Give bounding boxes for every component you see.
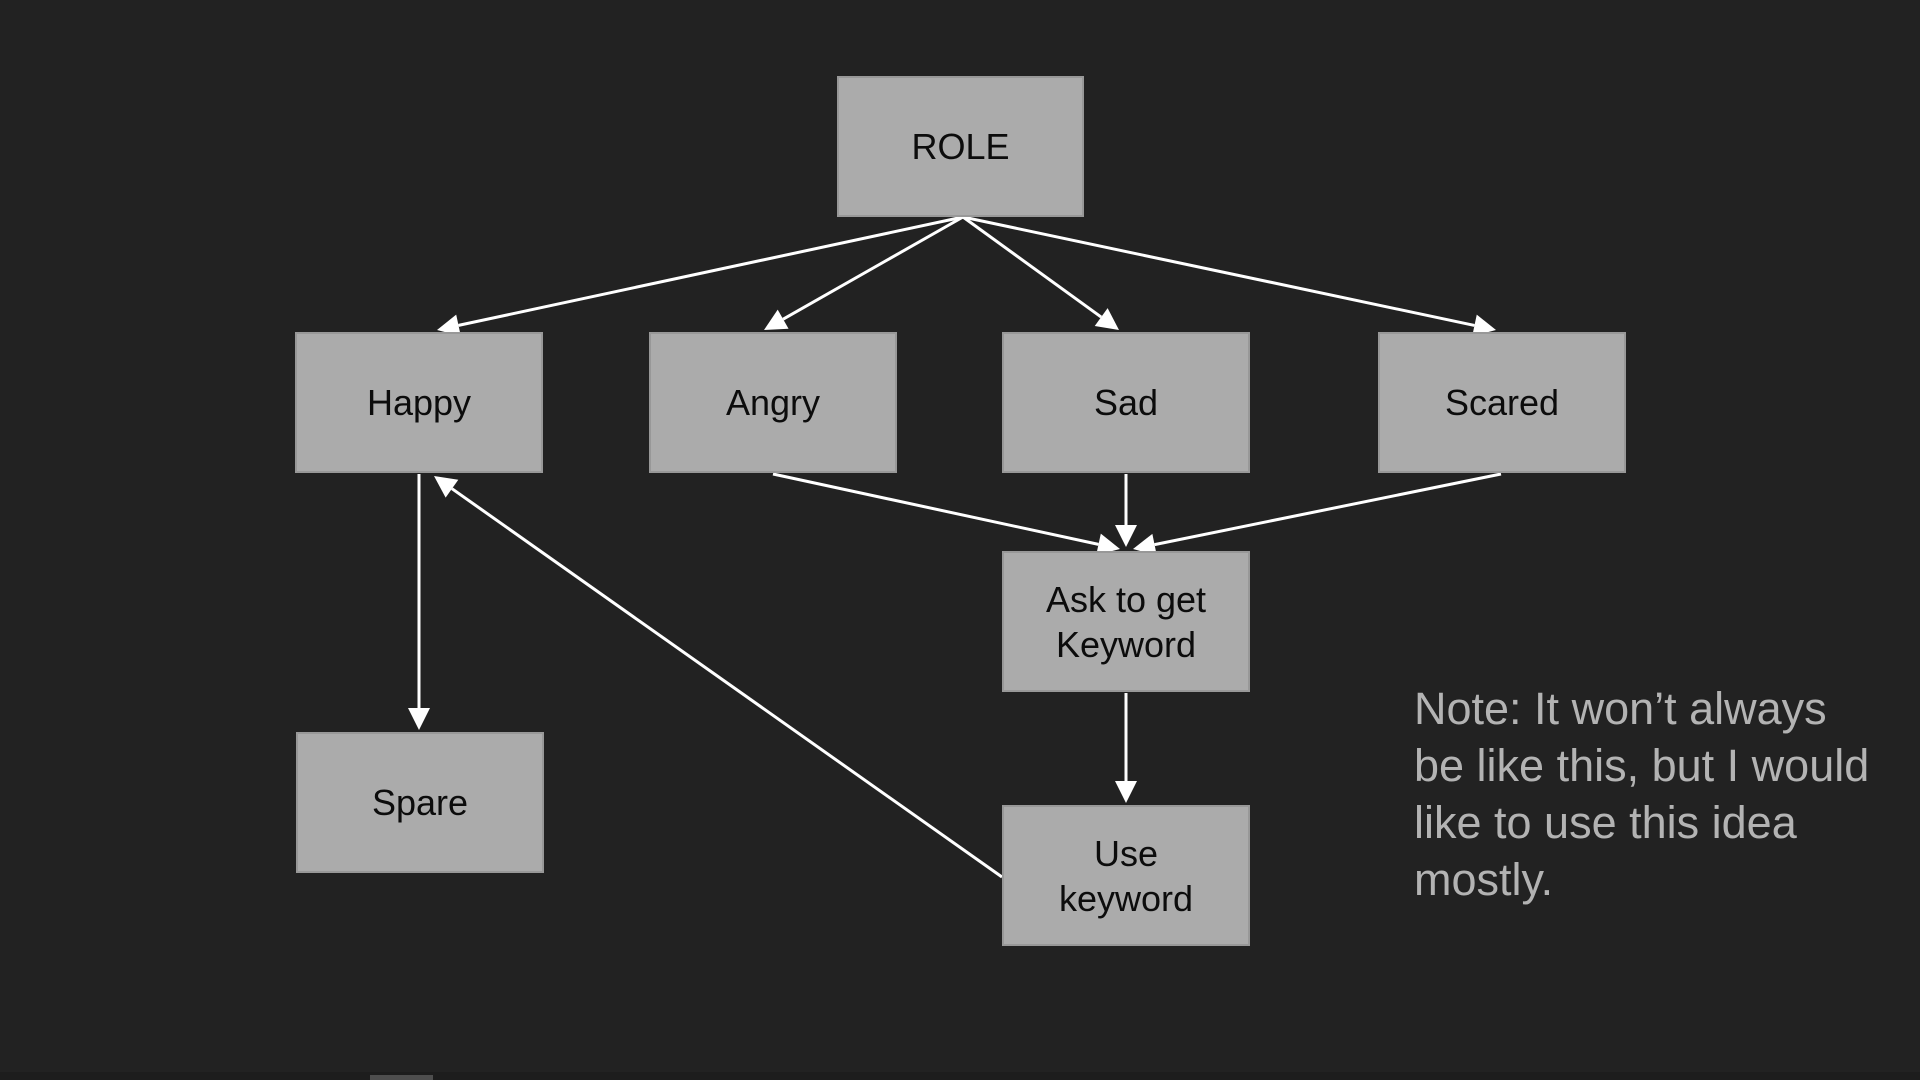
arrowhead-sad-to-ask: [1115, 525, 1137, 547]
node-label-happy: Happy: [366, 382, 472, 423]
node-ask[interactable]: Ask to get Keyword: [1002, 551, 1250, 692]
node-label-use: Use keyword: [1058, 832, 1194, 919]
arrowhead-ask-to-use: [1115, 781, 1137, 803]
arrowhead-happy-to-spare: [408, 708, 430, 730]
node-label-angry: Angry: [725, 382, 821, 423]
node-label-spare: Spare: [371, 782, 469, 823]
node-scared[interactable]: Scared: [1378, 332, 1626, 473]
node-label-scared: Scared: [1444, 382, 1560, 423]
edge-role-to-sad: [962, 215, 1103, 319]
edge-role-to-happy: [458, 215, 964, 327]
edge-role-to-scared: [962, 215, 1475, 327]
next-slide-edge: [0, 1072, 1920, 1080]
next-slide-shape-peek: [370, 1075, 433, 1080]
node-sad[interactable]: Sad: [1002, 332, 1250, 473]
node-label-ask: Ask to get Keyword: [1045, 578, 1207, 665]
node-happy[interactable]: Happy: [295, 332, 543, 473]
node-role[interactable]: ROLE: [837, 76, 1084, 217]
edge-angry-to-ask: [772, 472, 1099, 546]
node-angry[interactable]: Angry: [649, 332, 897, 473]
node-spare[interactable]: Spare: [296, 732, 544, 873]
arrowhead-use-to-happy: [434, 476, 459, 498]
note-text[interactable]: Note: It won’t always be like this, but …: [1414, 683, 1870, 905]
node-label-role: ROLE: [911, 126, 1010, 167]
edge-role-to-angry: [782, 215, 964, 321]
node-label-sad: Sad: [1093, 382, 1159, 423]
node-use[interactable]: Use keyword: [1002, 805, 1250, 946]
arrowhead-role-to-angry: [764, 309, 789, 330]
edge-scared-to-ask: [1154, 472, 1502, 547]
arrowhead-role-to-sad: [1094, 308, 1119, 330]
